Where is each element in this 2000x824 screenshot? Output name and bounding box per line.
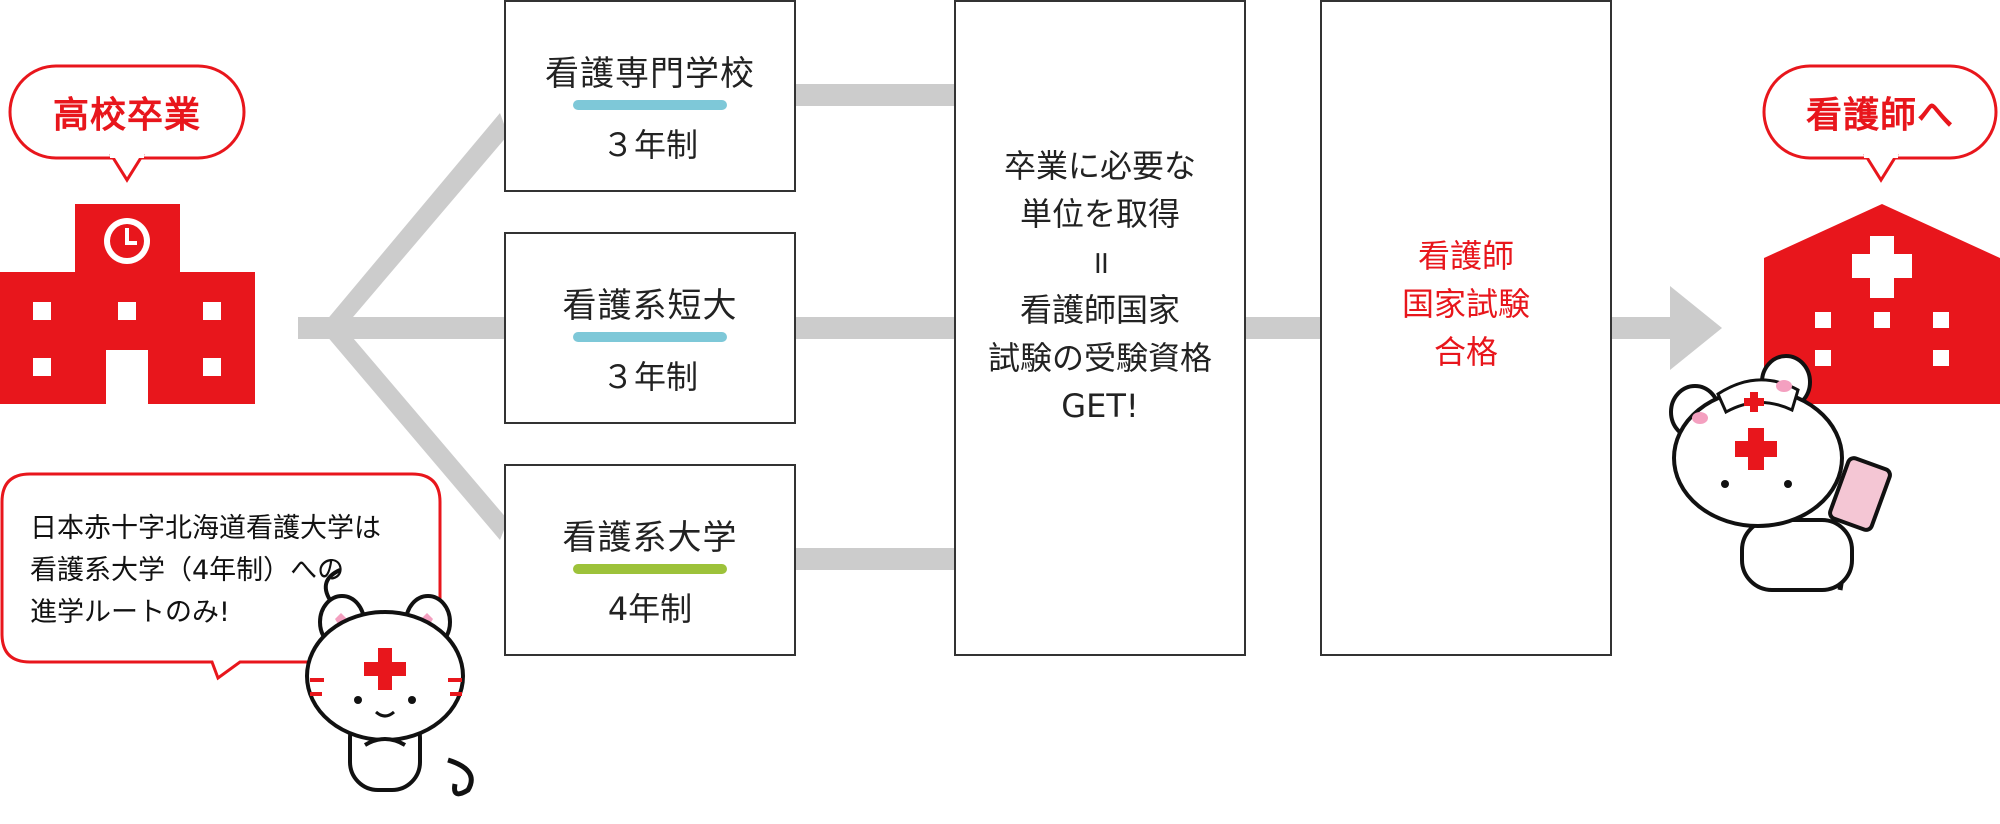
route-box-university: 看護系大学 4年制 xyxy=(504,464,796,656)
end-speech-bubble xyxy=(1762,64,1998,183)
qualification-line: ॥ xyxy=(1090,243,1110,281)
route-title: 看護系短大 xyxy=(562,286,738,326)
note-line: 進学ルートのみ! xyxy=(30,597,230,628)
note-line: 日本赤十字北海道看護大学は xyxy=(30,513,381,544)
qualification-line: 卒業に必要な xyxy=(1003,147,1196,185)
qualification-line: GET! xyxy=(1061,387,1139,425)
arrow-head-icon xyxy=(1670,286,1722,370)
mascot-tiger-icon xyxy=(305,568,474,797)
route-duration: ３年制 xyxy=(601,126,698,164)
exam-line: 合格 xyxy=(1433,333,1498,371)
exam-line: 看護師 xyxy=(1417,237,1514,275)
qualification-box: 卒業に必要な 単位を取得 ॥ 看護師国家 試験の受験資格 GET! xyxy=(954,0,1246,656)
mascot-nurse-tiger-icon xyxy=(1669,354,1892,592)
school-building-icon xyxy=(0,204,255,404)
qualification-line: 単位を取得 xyxy=(1019,195,1180,233)
route-bar xyxy=(573,564,727,574)
note-line: 看護系大学（4年制）への xyxy=(30,555,345,586)
start-speech-bubble xyxy=(8,64,246,183)
end-label: 看護師へ xyxy=(1805,95,1954,136)
route-note: 日本赤十字北海道看護大学は 看護系大学（4年制）への 進学ルートのみ! xyxy=(30,508,381,634)
connector-lines xyxy=(298,84,1722,570)
route-bar xyxy=(573,332,727,342)
hospital-building-icon xyxy=(1764,204,2000,404)
route-bar xyxy=(573,100,727,110)
route-box-vocational-school: 看護専門学校 ３年制 xyxy=(504,0,796,192)
qualification-text: 卒業に必要な 単位を取得 ॥ 看護師国家 試験の受験資格 GET! xyxy=(956,142,1244,430)
route-duration: 4年制 xyxy=(607,590,693,628)
route-duration: ３年制 xyxy=(601,358,698,396)
qualification-line: 試験の受験資格 xyxy=(987,339,1212,377)
start-label: 高校卒業 xyxy=(52,95,201,136)
qualification-line: 看護師国家 xyxy=(1019,291,1180,329)
exam-line: 国家試験 xyxy=(1401,285,1530,323)
route-title: 看護専門学校 xyxy=(545,54,755,94)
route-title: 看護系大学 xyxy=(562,518,738,558)
exam-text: 看護師 国家試験 合格 xyxy=(1322,232,1610,376)
exam-box: 看護師 国家試験 合格 xyxy=(1320,0,1612,656)
route-box-junior-college: 看護系短大 ３年制 xyxy=(504,232,796,424)
